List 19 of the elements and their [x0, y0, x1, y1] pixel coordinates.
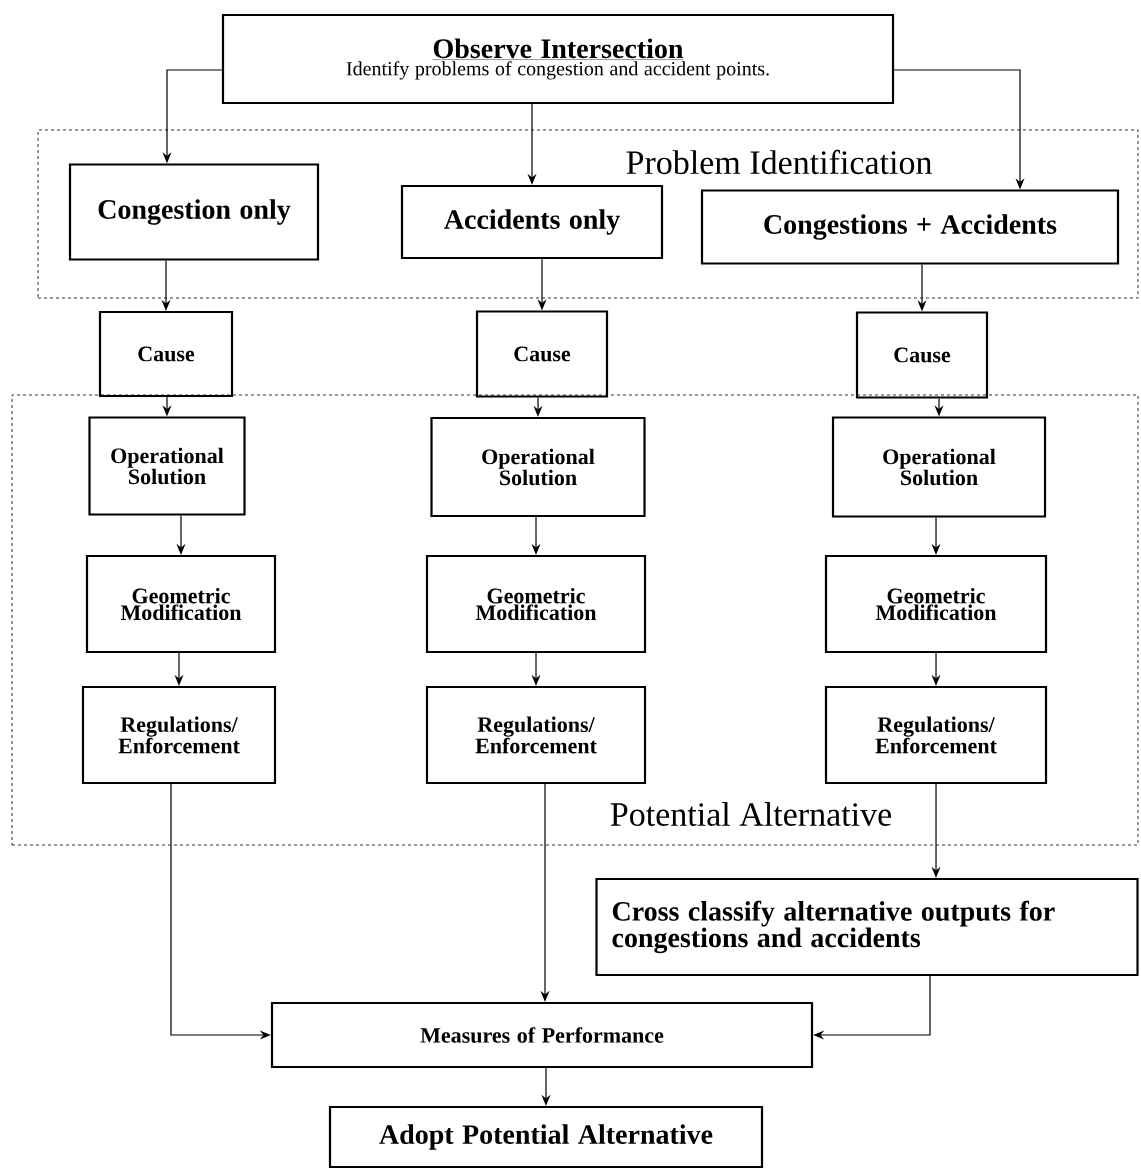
process-box: Regulations/ Enforcement: [425, 685, 647, 785]
process-box: Geometric Modification: [425, 554, 647, 654]
process-box: Cause: [475, 310, 609, 398]
process-box: Operational Solution: [430, 416, 646, 518]
process-box: Measures of Performance: [270, 1001, 814, 1069]
process-box: Geometric Modification: [85, 554, 277, 654]
process-box: Accidents only: [400, 184, 664, 260]
process-box: Cause: [855, 311, 989, 399]
process-box: Regulations/ Enforcement: [824, 685, 1048, 785]
process-box: Congestion only: [68, 163, 320, 261]
process-box: Geometric Modification: [824, 554, 1048, 654]
process-box: Cross classify alternative outputs for congestions and accidents: [595, 877, 1139, 977]
process-box: Adopt Potential Alternative: [328, 1105, 764, 1169]
process-box: Regulations/ Enforcement: [81, 685, 277, 785]
process-box: Operational Solution: [831, 416, 1047, 518]
process-box: Cause: [98, 310, 234, 398]
process-box: Operational Solution: [88, 416, 246, 516]
process-box: Observe Intersection Identify problems of congestion and accident points.: [221, 13, 895, 105]
process-box: Congestions + Accidents: [700, 189, 1120, 265]
